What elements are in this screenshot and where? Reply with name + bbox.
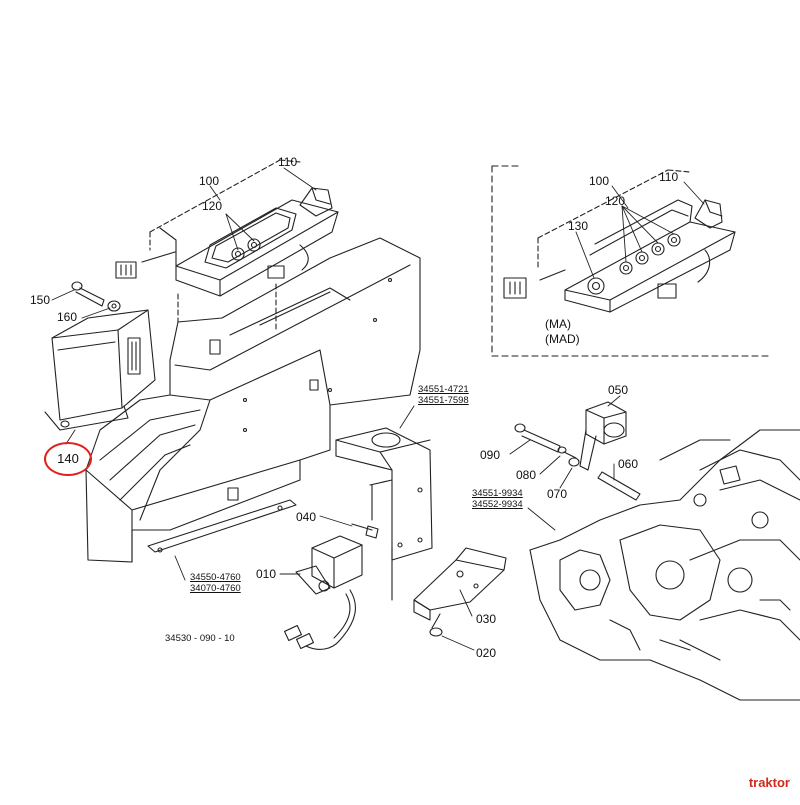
part-label-070[interactable]: 070 <box>547 487 568 501</box>
meter-panel-inset <box>503 199 736 313</box>
inset-part-label-110[interactable]: 110 <box>659 170 679 184</box>
transmission-housing <box>529 429 800 701</box>
part-label-120[interactable]: 120 <box>202 199 223 213</box>
part-label-090[interactable]: 090 <box>480 448 501 462</box>
part-label-100[interactable]: 100 <box>199 174 220 188</box>
part-label-050[interactable]: 050 <box>608 383 629 397</box>
bracket-code-2: 34551-7598 <box>418 395 469 406</box>
frame-code-1: 34550-4760 <box>190 572 241 583</box>
relay-010 <box>283 535 363 650</box>
inset-part-label-100[interactable]: 100 <box>589 174 610 188</box>
drawing-number: 34530 - 090 - 10 <box>165 633 235 644</box>
part-label-060[interactable]: 060 <box>618 457 639 471</box>
bracket-plate <box>335 427 433 601</box>
frame-code-2: 34070-4760 <box>190 583 241 594</box>
bolt-090 <box>514 423 561 453</box>
part-label-010[interactable]: 010 <box>256 567 277 581</box>
inset-variant-ma: (MA) <box>545 317 571 331</box>
inset-frame <box>491 165 771 357</box>
leader-lines <box>51 167 705 651</box>
bracket-code-1: 34551-4721 <box>418 384 469 395</box>
inset-part-label-130[interactable]: 130 <box>568 219 589 233</box>
inset-dash <box>537 169 691 269</box>
inset-variant-mad: (MAD) <box>545 332 580 346</box>
watermark: traktor <box>748 775 790 790</box>
part-label-020[interactable]: 020 <box>476 646 497 660</box>
part-label-160[interactable]: 160 <box>57 310 78 324</box>
transmission-code-2: 34552-9934 <box>472 499 523 510</box>
bolt-020 <box>429 613 443 637</box>
control-unit-140 <box>44 309 156 431</box>
transmission-code-1: 34551-9934 <box>472 488 523 499</box>
washer-160 <box>107 300 121 312</box>
inset-part-label-120[interactable]: 120 <box>605 194 626 208</box>
part-label-110[interactable]: 110 <box>278 155 298 169</box>
part-label-150[interactable]: 150 <box>30 293 51 307</box>
meter-panel-dash <box>149 159 301 333</box>
highlighted-part-140[interactable]: 140 <box>44 442 92 476</box>
part-label-080[interactable]: 080 <box>516 468 537 482</box>
bracket-030 <box>413 547 507 621</box>
meter-panel-100 <box>115 187 339 297</box>
washer-070 <box>568 457 580 467</box>
bolt-040 <box>351 523 379 539</box>
part-label-040[interactable]: 040 <box>296 510 317 524</box>
dashboard-panel <box>85 237 421 563</box>
part-label-030[interactable]: 030 <box>476 612 497 626</box>
washer-080 <box>557 446 567 454</box>
sensor-assembly <box>563 401 627 471</box>
pin-060 <box>597 471 641 501</box>
bolt-150 <box>71 281 105 307</box>
